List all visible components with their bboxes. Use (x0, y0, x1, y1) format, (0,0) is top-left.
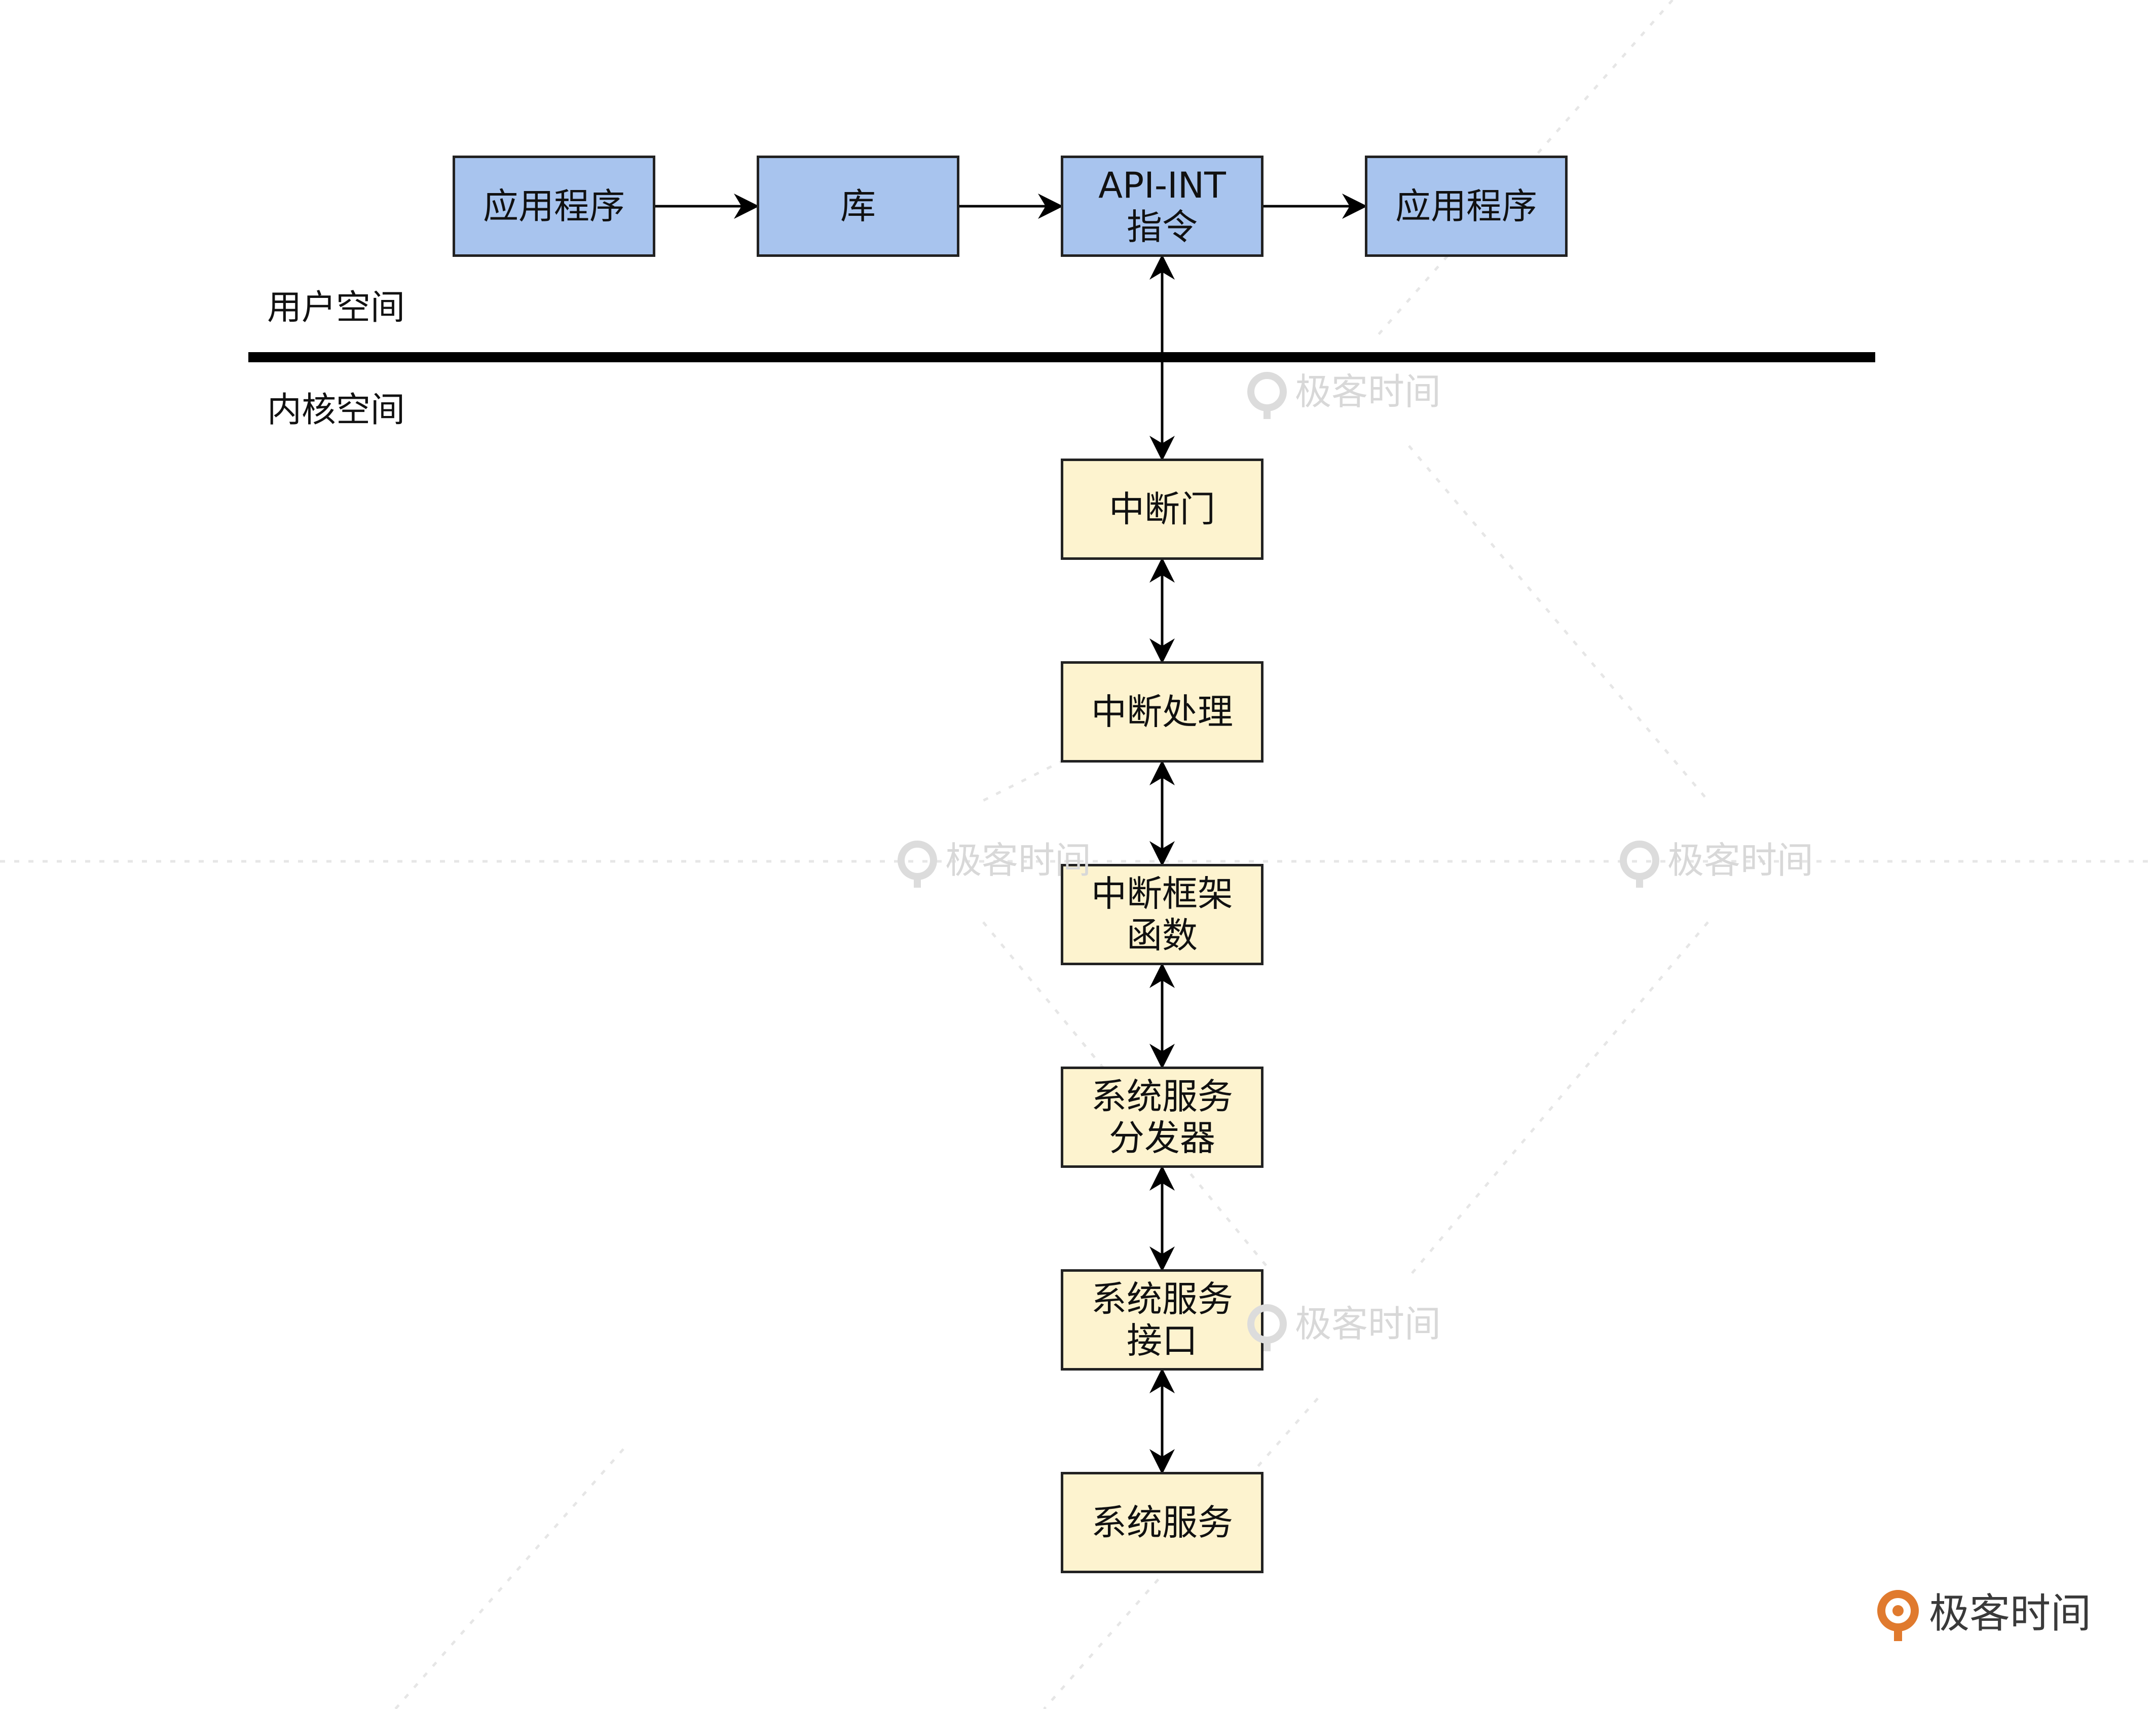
syscall-interface-box: 系统服务接口 (1061, 1269, 1263, 1371)
geek-logo-icon (1620, 841, 1659, 888)
interrupt-gate-label-line: 中断门 (1109, 488, 1215, 530)
watermark-text: 极客时间 (1295, 370, 1441, 413)
interrupt-framework-label-line: 中断框架 (1091, 873, 1233, 915)
geek-logo-icon (1247, 1304, 1287, 1351)
geek-logo-icon (1877, 1590, 1919, 1641)
api-int-label-line: 指令 (1127, 206, 1198, 248)
syscall-interface-label-line: 接口 (1127, 1320, 1198, 1361)
watermark-text: 极客时间 (1295, 1303, 1441, 1345)
interrupt-handler-label-line: 中断处理 (1091, 691, 1233, 733)
interrupt-gate-box: 中断门 (1061, 459, 1263, 560)
syscall-dispatcher-label-line: 系统服务 (1091, 1076, 1233, 1117)
system-service-box: 系统服务 (1061, 1472, 1263, 1573)
system-service-label-line: 系统服务 (1091, 1502, 1233, 1543)
app-left-label-line: 应用程序 (483, 185, 625, 227)
interrupt-framework-label-line: 函数 (1127, 915, 1198, 956)
library-label-line: 库 (840, 185, 876, 227)
library-box: 库 (757, 156, 959, 257)
interrupt-handler-box: 中断处理 (1061, 661, 1263, 763)
syscall-dispatcher-box: 系统服务分发器 (1061, 1067, 1263, 1168)
brand-text: 极客时间 (1929, 1590, 2091, 1637)
geek-logo-icon (898, 841, 937, 888)
kernel-space-label: 内核空间 (267, 390, 405, 430)
geek-logo-icon (1247, 372, 1287, 419)
watermark-text: 极客时间 (945, 839, 1092, 882)
app-right-label-line: 应用程序 (1395, 185, 1537, 227)
app-right-box: 应用程序 (1365, 156, 1568, 257)
edges-layer (655, 194, 1367, 1474)
user-space-label: 用户空间 (267, 288, 405, 328)
syscall-interface-label-line: 系统服务 (1091, 1278, 1233, 1320)
interrupt-framework-box: 中断框架函数 (1061, 864, 1263, 965)
syscall-dispatcher-label-line: 分发器 (1109, 1117, 1215, 1159)
watermark-text: 极客时间 (1667, 839, 1814, 882)
app-left-box: 应用程序 (453, 156, 655, 257)
api-int-label-line: API-INT (1098, 165, 1226, 206)
